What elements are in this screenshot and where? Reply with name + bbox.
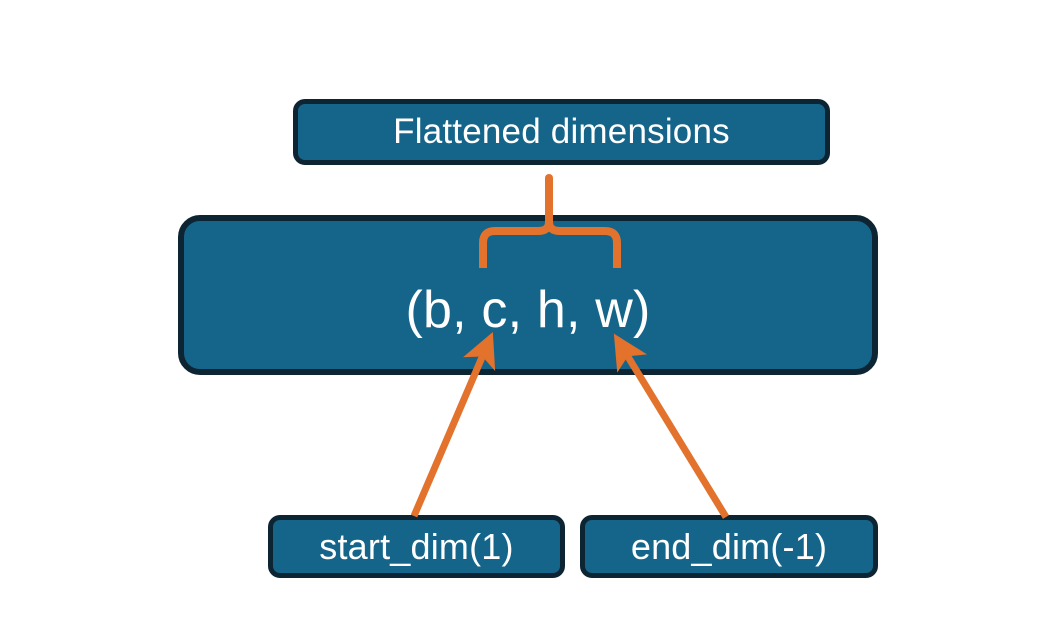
start-dim-label: start_dim(1) — [319, 525, 514, 567]
tensor-shape-label: (b, c, h, w) — [405, 281, 651, 339]
end-dim-label: end_dim(-1) — [630, 525, 828, 567]
end-dim-box[interactable]: end_dim(-1) — [580, 515, 878, 578]
flattened-dimensions-box[interactable]: Flattened dimensions — [293, 99, 830, 165]
tensor-shape-box[interactable]: (b, c, h, w) — [178, 215, 878, 375]
start-dim-box[interactable]: start_dim(1) — [268, 515, 565, 578]
flattened-dimensions-label: Flattened dimensions — [393, 111, 730, 151]
